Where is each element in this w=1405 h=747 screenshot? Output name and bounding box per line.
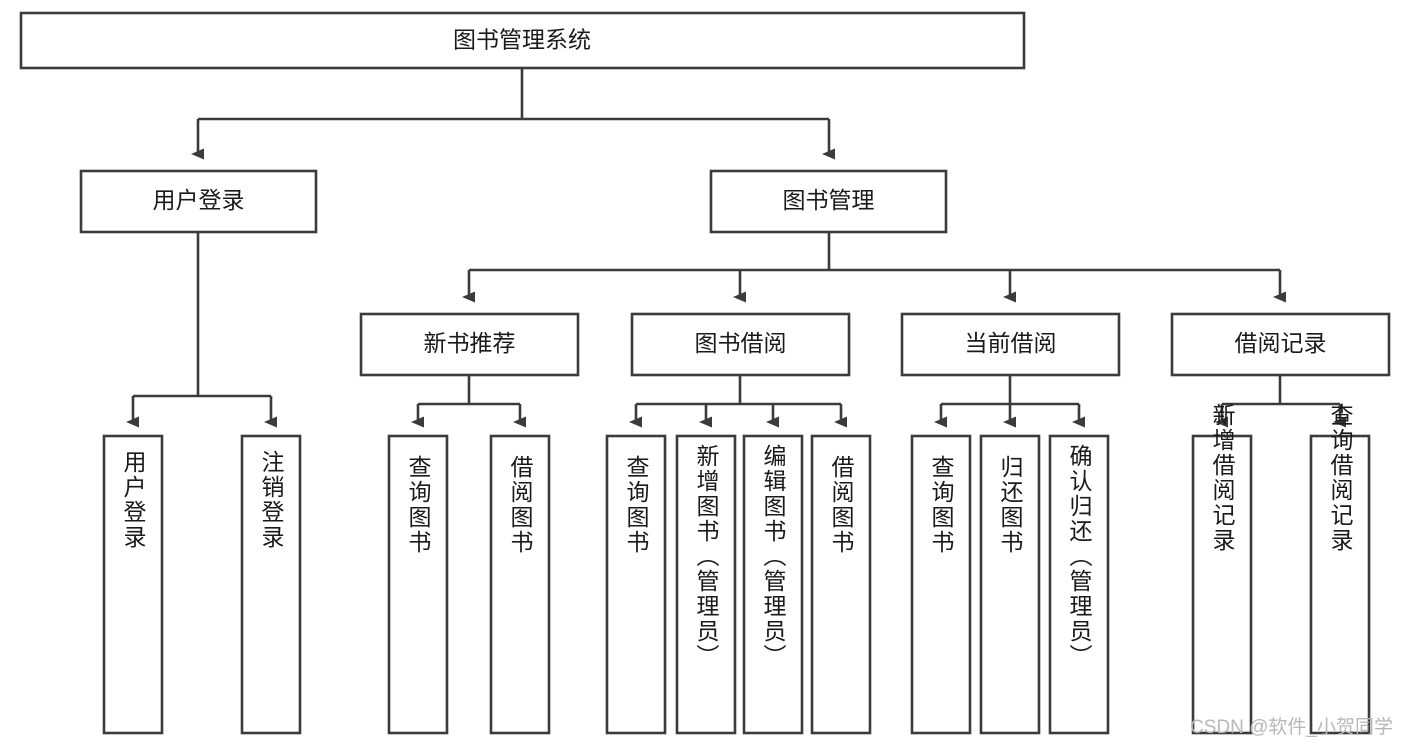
node-book-borrow[interactable]: 图书借阅 — [630, 312, 851, 377]
connector-group-current-borrow — [934, 375, 1085, 428]
leaf-current-confirm-return-box — [1048, 434, 1110, 735]
leaf-user-logout-label: 注销登录 — [258, 450, 285, 550]
node-borrow-record[interactable]: 借阅记录 — [1170, 312, 1391, 377]
node-book-borrow-box — [630, 312, 851, 377]
leaf-record-query-box — [1309, 434, 1371, 735]
node-user-login-box — [79, 169, 318, 234]
leaf-borrow-lend-book-box — [810, 434, 872, 735]
leaf-user-logout-box — [240, 434, 302, 735]
node-current-borrow-box — [900, 312, 1121, 377]
leaf-user-login-label: 用户登录 — [120, 450, 147, 550]
node-borrow-record-box — [1170, 312, 1391, 377]
node-user-login-label: 用户登录 — [153, 187, 245, 213]
connector-group-borrow-record — [1215, 375, 1346, 428]
leaf-current-query-book-label: 查询图书 — [928, 455, 955, 555]
leaf-node[interactable]: 借阅图书 — [489, 434, 551, 735]
leaf-node[interactable]: 确认归还（管理员） — [1048, 434, 1110, 735]
leaf-node[interactable]: 注销登录 — [240, 434, 302, 735]
leaf-node[interactable]: 新增借阅记录 — [1191, 403, 1253, 735]
leaf-borrow-edit-book-label: 编辑图书（管理员） — [760, 444, 787, 669]
leaf-record-add-label: 新增借阅记录 — [1209, 403, 1236, 553]
leaf-borrow-query-book-label: 查询图书 — [623, 455, 650, 555]
node-user-login[interactable]: 用户登录 — [79, 169, 318, 234]
node-book-borrow-label: 图书借阅 — [695, 330, 787, 356]
leaf-borrow-add-book-box — [675, 434, 737, 735]
leaf-borrow-lend-book-label: 借阅图书 — [828, 455, 855, 555]
node-borrow-record-label: 借阅记录 — [1235, 330, 1327, 356]
leaf-node[interactable]: 编辑图书（管理员） — [742, 434, 804, 735]
leaf-borrow-add-book-label: 新增图书（管理员） — [693, 444, 720, 669]
node-root-system-box — [19, 11, 1026, 70]
leaf-node[interactable]: 借阅图书 — [810, 434, 872, 735]
leaf-node[interactable]: 查询图书 — [605, 434, 667, 735]
leaf-new-borrow-book-label: 借阅图书 — [507, 455, 534, 555]
connector-group-book-borrow — [629, 375, 847, 428]
node-current-borrow-label: 当前借阅 — [965, 330, 1057, 356]
node-book-manage-box — [709, 169, 948, 234]
node-new-book-recommend-label: 新书推荐 — [424, 330, 516, 356]
leaf-new-query-book-label: 查询图书 — [405, 455, 432, 555]
connector-group-book-manage — [462, 232, 1286, 303]
node-new-book-recommend[interactable]: 新书推荐 — [359, 312, 580, 377]
leaf-record-query-label: 查询借阅记录 — [1327, 403, 1354, 553]
leaf-node[interactable]: 新增图书（管理员） — [675, 434, 737, 735]
connector-group-user-login — [126, 232, 277, 428]
leaf-node[interactable]: 用户登录 — [102, 434, 164, 735]
node-book-manage[interactable]: 图书管理 — [709, 169, 948, 234]
leaf-borrow-edit-book-box — [742, 434, 804, 735]
node-current-borrow[interactable]: 当前借阅 — [900, 312, 1121, 377]
leaf-current-return-book-box — [979, 434, 1041, 735]
leaf-current-return-book-label: 归还图书 — [997, 455, 1024, 555]
leaf-node[interactable]: 查询图书 — [910, 434, 972, 735]
node-root-system[interactable]: 图书管理系统 — [19, 11, 1026, 70]
leaf-node[interactable]: 查询图书 — [387, 434, 449, 735]
node-new-book-recommend-box — [359, 312, 580, 377]
node-book-manage-label: 图书管理 — [783, 187, 875, 213]
connector-group-new-book — [411, 375, 526, 428]
leaf-current-query-book-box — [910, 434, 972, 735]
leaf-node[interactable]: 归还图书 — [979, 434, 1041, 735]
leaf-user-login-box — [102, 434, 164, 735]
leaf-record-add-box — [1191, 434, 1253, 735]
leaf-new-borrow-book-box — [489, 434, 551, 735]
leaf-borrow-query-book-box — [605, 434, 667, 735]
connector-group-root — [191, 68, 835, 160]
leaf-new-query-book-box — [387, 434, 449, 735]
leaf-node[interactable]: 查询借阅记录 — [1309, 403, 1371, 735]
leaf-current-confirm-return-label: 确认归还（管理员） — [1066, 444, 1093, 669]
node-root-system-label: 图书管理系统 — [453, 27, 591, 53]
